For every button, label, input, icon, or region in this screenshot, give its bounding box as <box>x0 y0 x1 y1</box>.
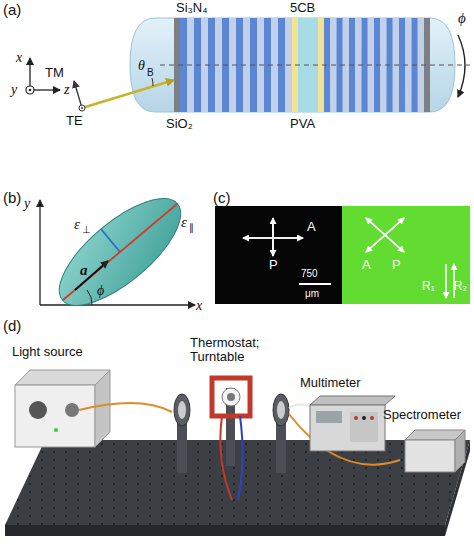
permittivity-label: ε <box>181 214 187 231</box>
angle-label: ϕ <box>97 283 104 298</box>
arrow <box>366 218 404 252</box>
axis-label: x <box>16 50 22 65</box>
light-beam <box>74 78 174 111</box>
vector-label: a <box>80 262 88 279</box>
microscope-image: A P 750 μm <box>215 206 342 304</box>
arrow <box>366 218 404 252</box>
angle-label: θ <box>138 58 145 73</box>
image-label: R₁ <box>422 280 435 293</box>
image-label: μm <box>305 288 319 299</box>
arrow <box>445 264 447 298</box>
arrow <box>366 218 404 252</box>
axis-label: z <box>64 82 69 97</box>
arrow <box>272 218 274 256</box>
panel-letter: (a) <box>3 2 21 19</box>
arrow <box>366 218 404 252</box>
permittivity-subscript: ⊥ <box>82 224 91 235</box>
angle-subscript: B <box>147 67 154 78</box>
image-label: A <box>307 220 316 234</box>
arrow <box>272 218 274 256</box>
polarizer-arrows <box>342 206 470 304</box>
layer-label: 5CB <box>290 1 315 15</box>
microscope-image: A P R₁ R₂ <box>342 206 470 304</box>
image-label: 750 <box>301 268 318 279</box>
image-label: P <box>269 258 278 272</box>
axis-label: y <box>11 82 17 97</box>
scale-bar <box>299 283 331 285</box>
device-label: Light source <box>12 345 83 359</box>
layer-label: PVA <box>290 117 315 131</box>
polarization-label: TM <box>45 66 64 80</box>
angle-label: ϕ <box>458 10 466 27</box>
ellipsoid <box>40 181 197 323</box>
permittivity-subscript: ∥ <box>189 222 194 233</box>
optical-setup <box>5 370 470 536</box>
polarizer-arrows <box>215 206 342 304</box>
polarization-label: TE <box>66 114 83 128</box>
panel-letter: (d) <box>3 318 21 335</box>
image-label: A <box>362 258 371 272</box>
layer-label: SiO₂ <box>166 117 193 131</box>
image-label: R₂ <box>454 280 467 293</box>
axis-label: y <box>24 196 30 211</box>
device-label: Thermostat; Turntable <box>190 336 268 365</box>
panel-letter: (c) <box>213 190 231 207</box>
image-label: P <box>392 258 401 272</box>
device-label: Spectrometer <box>383 408 461 422</box>
panel-letter: (b) <box>3 190 21 207</box>
permittivity-label: ε <box>74 216 80 233</box>
sample-cell <box>130 18 470 112</box>
device-label: Multimeter <box>300 376 361 390</box>
layer-label: Si₃N₄ <box>176 1 208 15</box>
axis-label: x <box>196 298 202 313</box>
